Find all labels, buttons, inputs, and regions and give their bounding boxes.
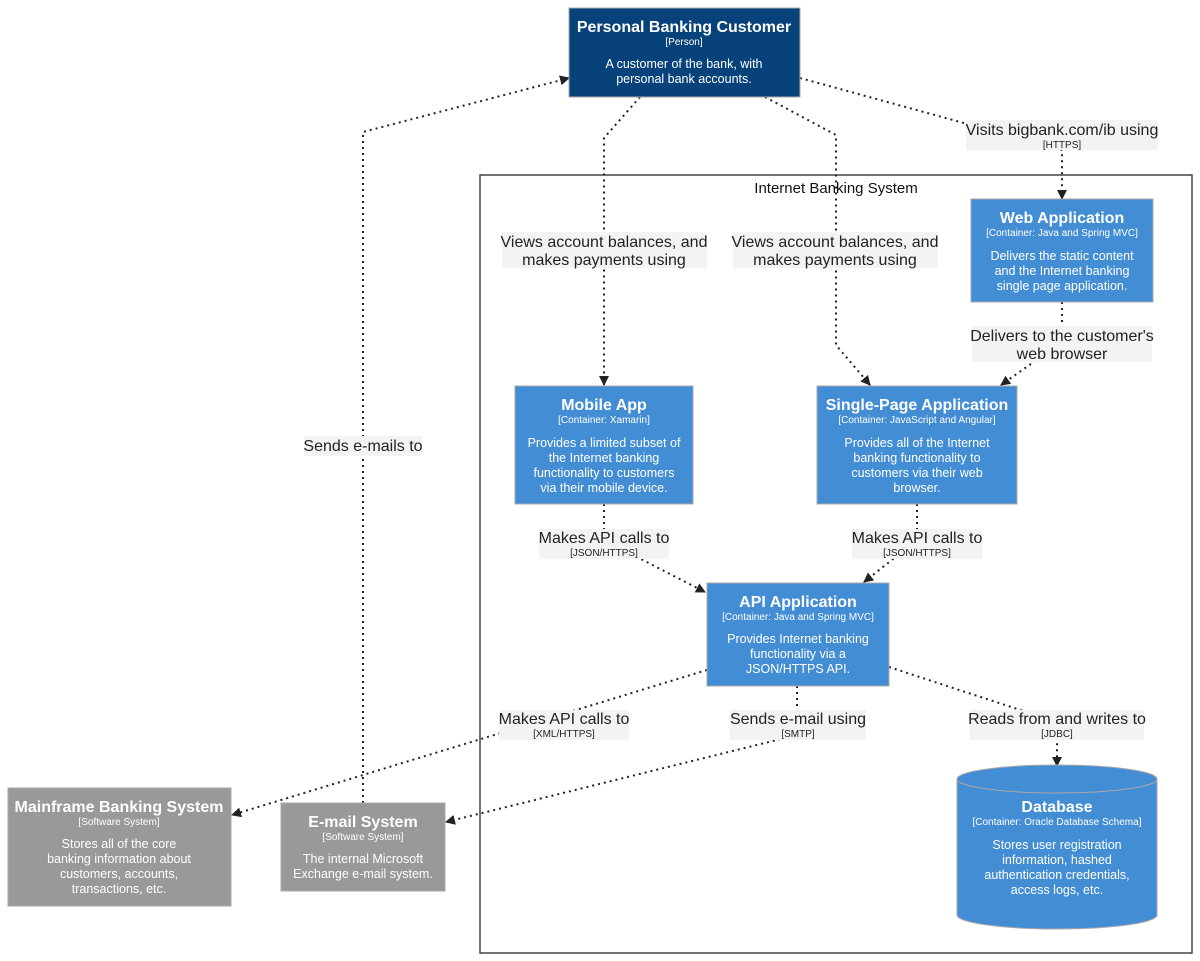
box-title: API Application [739, 594, 857, 611]
box-description: and the Internet banking [995, 264, 1130, 278]
box-description: single page application. [997, 279, 1128, 293]
box-title: Mobile App [561, 397, 647, 414]
box-description: via their mobile device. [540, 481, 667, 495]
box-type: [Container: JavaScript and Angular] [838, 415, 996, 426]
box-description: Stores all of the core [62, 837, 177, 851]
boundary-title: Internet Banking System [754, 180, 917, 197]
box-description: banking information about [47, 852, 191, 866]
rel-line-delivers [1000, 302, 1063, 386]
box-description: Stores user registration [992, 838, 1121, 852]
box-type: [Container: Java and Spring MVC] [722, 612, 874, 623]
box-description: JSON/HTTPS API. [746, 662, 850, 676]
box-description: A customer of the bank, with [605, 57, 762, 71]
box-type: [Container: Xamarin] [558, 415, 650, 426]
container-single-page-application[interactable]: Single-Page Application [Container: Java… [816, 385, 1018, 505]
box-description: Exchange e-mail system. [293, 867, 433, 881]
person-personal-banking-customer[interactable]: Personal Banking Customer [Person] A cus… [568, 7, 801, 98]
box-description: functionality via a [750, 647, 846, 661]
rel-text: Reads from and writes to [968, 711, 1146, 728]
box-description: customers, accounts, [60, 867, 178, 881]
box-description: the Internet banking [549, 451, 660, 465]
box-description: authentication credentials, [984, 868, 1129, 882]
box-type: [Container: Oracle Database Schema] [973, 817, 1142, 828]
box-type: [Container: Java and Spring MVC] [986, 228, 1138, 239]
rel-tech: [SMTP] [781, 729, 815, 740]
rel-label-spa-api: Makes API calls to [JSON/HTTPS] [852, 529, 983, 559]
rel-label-mobile-api: Makes API calls to [JSON/HTTPS] [539, 529, 670, 559]
relationship-labels: Visits bigbank.com/ib using [HTTPS] View… [303, 120, 1158, 740]
box-title: Personal Banking Customer [577, 19, 791, 36]
database-cylinder-body [956, 764, 1158, 930]
container-mobile-app[interactable]: Mobile App [Container: Xamarin] Provides… [514, 385, 694, 505]
rel-label-views-mobile: Views account balances, and makes paymen… [501, 232, 708, 269]
box-description: transactions, etc. [72, 882, 167, 896]
box-description: Delivers the static content [990, 249, 1134, 263]
rel-text: Sends e-mail using [730, 711, 866, 728]
box-description: customers via their web [851, 466, 982, 480]
box-title: Web Application [1000, 210, 1124, 227]
box-title: E-mail System [308, 814, 417, 831]
rel-text: Visits bigbank.com/ib using [966, 122, 1159, 139]
rel-line-api-mainframe [231, 669, 708, 818]
rel-text: Sends e-mails to [303, 438, 422, 455]
rel-text: Makes API calls to [499, 711, 630, 728]
rel-label-views-spa: Views account balances, and makes paymen… [732, 232, 939, 269]
box-description: access logs, etc. [1011, 883, 1103, 897]
rel-tech: [JDBC] [1041, 729, 1073, 740]
box-type: [Software System] [322, 832, 403, 843]
box-title: Single-Page Application [826, 397, 1009, 414]
rel-text: web browser [1016, 346, 1108, 363]
container-database[interactable]: Database [Container: Oracle Database Sch… [956, 764, 1158, 930]
box-description: Provides Internet banking [727, 632, 869, 646]
rel-line-views-mobile [599, 96, 641, 386]
box-description: browser. [893, 481, 940, 495]
rel-line-sends-emails [362, 75, 570, 803]
rel-label-delivers: Delivers to the customer's web browser [970, 326, 1154, 363]
external-mainframe-banking-system[interactable]: Mainframe Banking System [Software Syste… [7, 787, 232, 907]
database-cylinder-rim [956, 778, 1158, 794]
rel-label-sends-emails: Sends e-mails to [303, 436, 423, 456]
rel-label-api-email: Sends e-mail using [SMTP] [730, 710, 866, 740]
box-type: [Software System] [78, 817, 159, 828]
rel-tech: [HTTPS] [1043, 140, 1082, 151]
box-description: information, hashed [1002, 853, 1112, 867]
container-api-application[interactable]: API Application [Container: Java and Spr… [706, 582, 890, 687]
box-description: The internal Microsoft [303, 852, 424, 866]
rel-text: Views account balances, and [501, 234, 708, 251]
rel-text: Delivers to the customer's [970, 328, 1154, 345]
box-description: personal bank accounts. [616, 72, 752, 86]
rel-label-api-db: Reads from and writes to [JDBC] [968, 710, 1146, 740]
rel-tech: [JSON/HTTPS] [883, 548, 951, 559]
rel-tech: [JSON/HTTPS] [570, 548, 638, 559]
box-title: Database [1021, 799, 1092, 816]
rel-label-api-mainframe: Makes API calls to [XML/HTTPS] [499, 710, 630, 740]
rel-text: makes payments using [753, 252, 917, 269]
box-description: Provides a limited subset of [528, 436, 681, 450]
rel-text: makes payments using [522, 252, 686, 269]
box-description: banking functionality to [853, 451, 980, 465]
rel-text: Makes API calls to [539, 530, 670, 547]
rel-line-api-email [445, 686, 798, 825]
rel-text: Makes API calls to [852, 530, 983, 547]
box-description: Provides all of the Internet [844, 436, 990, 450]
box-title: Mainframe Banking System [15, 799, 224, 816]
rel-label-visits: Visits bigbank.com/ib using [HTTPS] [966, 120, 1159, 151]
external-email-system[interactable]: E-mail System [Software System] The inte… [280, 802, 446, 892]
container-web-application[interactable]: Web Application [Container: Java and Spr… [970, 198, 1154, 303]
rel-text: Views account balances, and [732, 234, 939, 251]
box-description: functionality to customers [533, 466, 674, 480]
box-type: [Person] [665, 37, 702, 48]
rel-tech: [XML/HTTPS] [533, 729, 595, 740]
